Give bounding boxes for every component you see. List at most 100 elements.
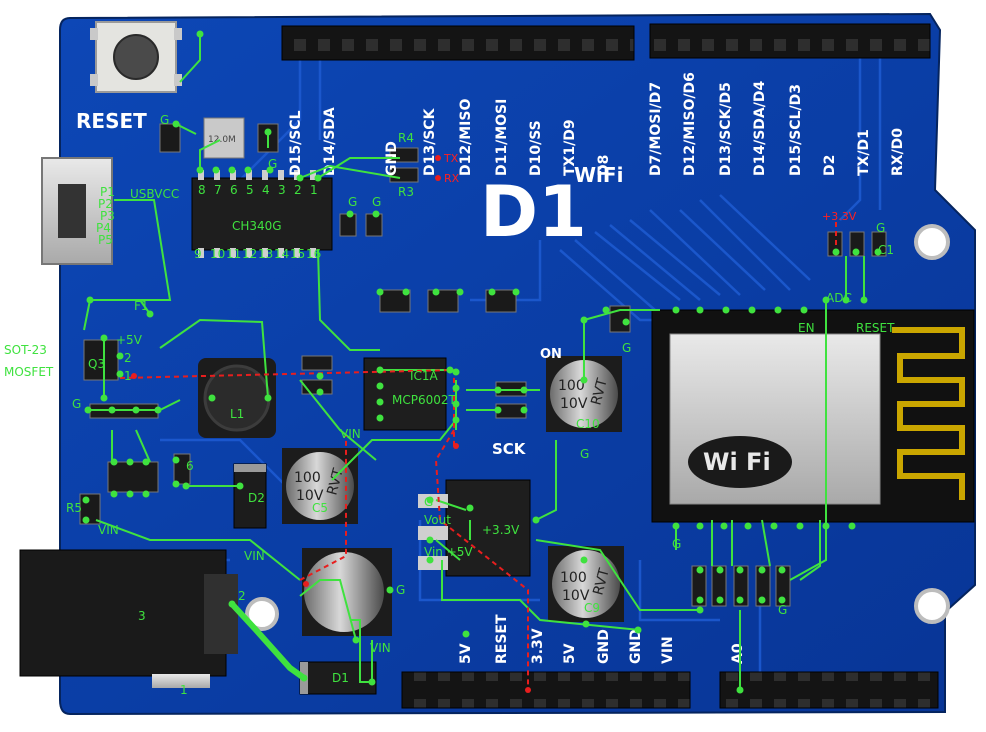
pad-dot [832, 248, 840, 256]
r3-label: R3 [398, 185, 414, 199]
pad-dot [116, 370, 124, 378]
q3-pin-1: 1 [124, 369, 132, 383]
g-label: G [372, 195, 381, 209]
pad-dot [874, 248, 882, 256]
c1-label: C1 [878, 243, 894, 257]
pad-dot [314, 174, 322, 182]
pad-dot [346, 210, 354, 218]
pad-dot [372, 210, 380, 218]
l1-label: L1 [230, 407, 244, 421]
top-header-pin-label: D15/SCL/D3 [788, 84, 804, 176]
pad-dot [316, 388, 324, 396]
g-label: G [396, 583, 405, 597]
pad-dot [264, 394, 272, 402]
reset-ann-label: RESET [856, 321, 895, 335]
pad-dot [778, 596, 786, 604]
plus33v-label: +3.3V [482, 523, 520, 537]
ch340g-bottom-pin-number: 16 [306, 247, 321, 261]
dc-barrel-jack[interactable] [19, 549, 238, 688]
g-label: G [268, 157, 277, 171]
pad-dot [622, 318, 630, 326]
on-silk: ON [540, 347, 562, 362]
pad-dot [154, 406, 162, 414]
vin-label-3: VIN [98, 523, 119, 537]
top-header-pin-label: D7/MOSI/D7 [648, 82, 664, 176]
pad-dot [142, 458, 150, 466]
ch340g-top-pin-number: 1 [310, 183, 318, 197]
bottom-header-pin-label: GND [628, 629, 644, 664]
g-label: G [72, 397, 81, 411]
pad-dot [208, 394, 216, 402]
pad-dot [744, 522, 752, 530]
pad-dot [228, 166, 236, 174]
ch340g-top-pin-number: 6 [230, 183, 238, 197]
top-header-pin-label: D15/SCL [288, 110, 304, 176]
bottom-header-power [401, 671, 691, 709]
ch340g-bottom-pin-number: 11 [226, 247, 241, 261]
top-header-pin-label: D13/SCK [422, 107, 438, 176]
pad-dot [758, 566, 766, 574]
jack-pin-2: 2 [238, 589, 246, 603]
svg-text:Wi Fi: Wi Fi [703, 448, 771, 476]
pad-dot [494, 406, 502, 414]
green-annotations: USBVCC P1 P2 P3 P4 P5 CH340G R4 R3 SOT-2… [4, 113, 895, 697]
p2-label: P2 [98, 197, 113, 211]
top-header-pin-label: D8 [596, 155, 612, 176]
ch340g-bottom-pin-number: 10 [210, 247, 225, 261]
capacitor-c9: 100 10V RVT [548, 546, 624, 622]
esp8266-module: Wi Fi [651, 309, 975, 523]
jack-pin-1: 1 [180, 683, 188, 697]
ch340g-bottom-pin-number: 12 [242, 247, 257, 261]
ch340g-chip [191, 170, 333, 258]
reset-button[interactable] [90, 21, 182, 93]
pad-dot [532, 516, 540, 524]
ch340g-top-pin-number: 2 [294, 183, 302, 197]
pad-dot [426, 536, 434, 544]
vin-label-2: VIN [244, 549, 265, 563]
mounting-hole [914, 588, 950, 624]
pad-dot [316, 372, 324, 380]
pad-dot [146, 310, 154, 318]
pad-dot [108, 406, 116, 414]
c10-label: C10 [576, 417, 600, 431]
pad-dot [86, 296, 94, 304]
svg-text:10V: 10V [296, 488, 324, 504]
plus33v-red-label: +3.3V [822, 210, 857, 223]
pad-dot [634, 626, 642, 634]
pad-dot [520, 406, 528, 414]
pad-dot [582, 620, 590, 628]
pad-dot [376, 414, 384, 422]
top-header-pin-label: D10/SS [528, 120, 544, 176]
svg-text:10V: 10V [562, 588, 590, 604]
pad-dot [82, 516, 90, 524]
top-header-pin-label: RX/D0 [890, 128, 906, 176]
pad-dot [110, 490, 118, 498]
wifi-silk: WiFi [574, 163, 623, 187]
pad-dot [376, 366, 384, 374]
pad-dot [748, 306, 756, 314]
c6-label: 6 [186, 459, 194, 473]
capacitor-input [302, 548, 392, 636]
pad-dot [736, 686, 744, 694]
g-label: G [580, 447, 589, 461]
pad-dot [778, 566, 786, 574]
rx-label: RX [444, 172, 460, 185]
pad-dot [800, 306, 808, 314]
mounting-hole [914, 224, 950, 260]
pad-dot [126, 458, 134, 466]
g-label: G [348, 195, 357, 209]
wifi-antenna [892, 327, 965, 500]
bottom-header-pin-label: 5V [562, 643, 578, 664]
pad-dot [82, 496, 90, 504]
pad-dot [720, 522, 728, 530]
bottom-header-pin-label: VIN [660, 636, 676, 664]
g-label: G [778, 603, 787, 617]
micro-usb-port[interactable] [41, 157, 113, 265]
svg-text:RVT: RVT [324, 466, 347, 497]
pad-dot [842, 296, 850, 304]
pad-dot [822, 296, 830, 304]
bottom-header-pin-label: 3.3V [530, 628, 546, 664]
pad-dot [386, 586, 394, 594]
pad-dot [520, 386, 528, 394]
p5-label: P5 [98, 233, 113, 247]
